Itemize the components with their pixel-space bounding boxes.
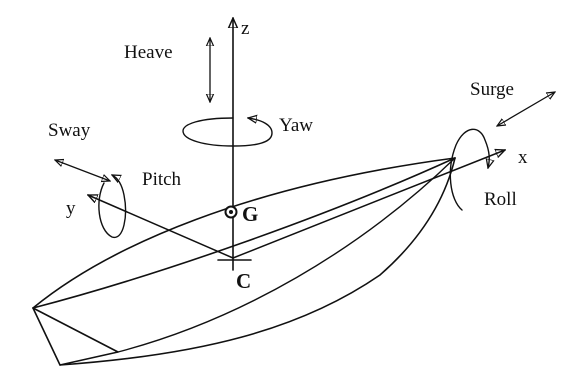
rotational-motions <box>98 118 489 238</box>
hull-deck-inner-edge <box>32 157 456 309</box>
sway-arrow <box>55 160 110 181</box>
surge-arrow <box>497 92 555 126</box>
x-axis-label: x <box>518 147 528 168</box>
center-of-gravity-dot <box>229 210 233 214</box>
hull-transom <box>32 307 119 366</box>
pitch-rotation-arrow <box>98 175 127 238</box>
ship-hull <box>32 157 456 366</box>
center-of-gravity-label: G <box>242 202 258 226</box>
roll-label: Roll <box>484 189 517 210</box>
linear-motions <box>55 38 555 181</box>
coordinate-axes <box>88 18 505 271</box>
surge-label: Surge <box>470 79 514 100</box>
yaw-rotation-arrow <box>182 118 273 147</box>
diagram-labels: Heave Yaw Surge Sway Pitch Roll z x y G … <box>48 18 528 293</box>
heave-label: Heave <box>124 42 173 63</box>
sway-label: Sway <box>48 120 91 141</box>
yaw-label: Yaw <box>279 115 313 136</box>
hull-deck-outer-edge <box>32 157 456 309</box>
reference-points <box>217 205 252 261</box>
y-axis-label: y <box>66 198 76 219</box>
hull-bilge-line <box>117 157 456 353</box>
z-axis-label: z <box>241 18 249 39</box>
roll-rotation-arrow <box>449 128 489 211</box>
hull-keel-line <box>59 157 456 366</box>
y-axis <box>88 195 234 259</box>
point-c-label: C <box>236 269 251 293</box>
pitch-label: Pitch <box>142 169 182 190</box>
x-axis <box>232 150 505 259</box>
